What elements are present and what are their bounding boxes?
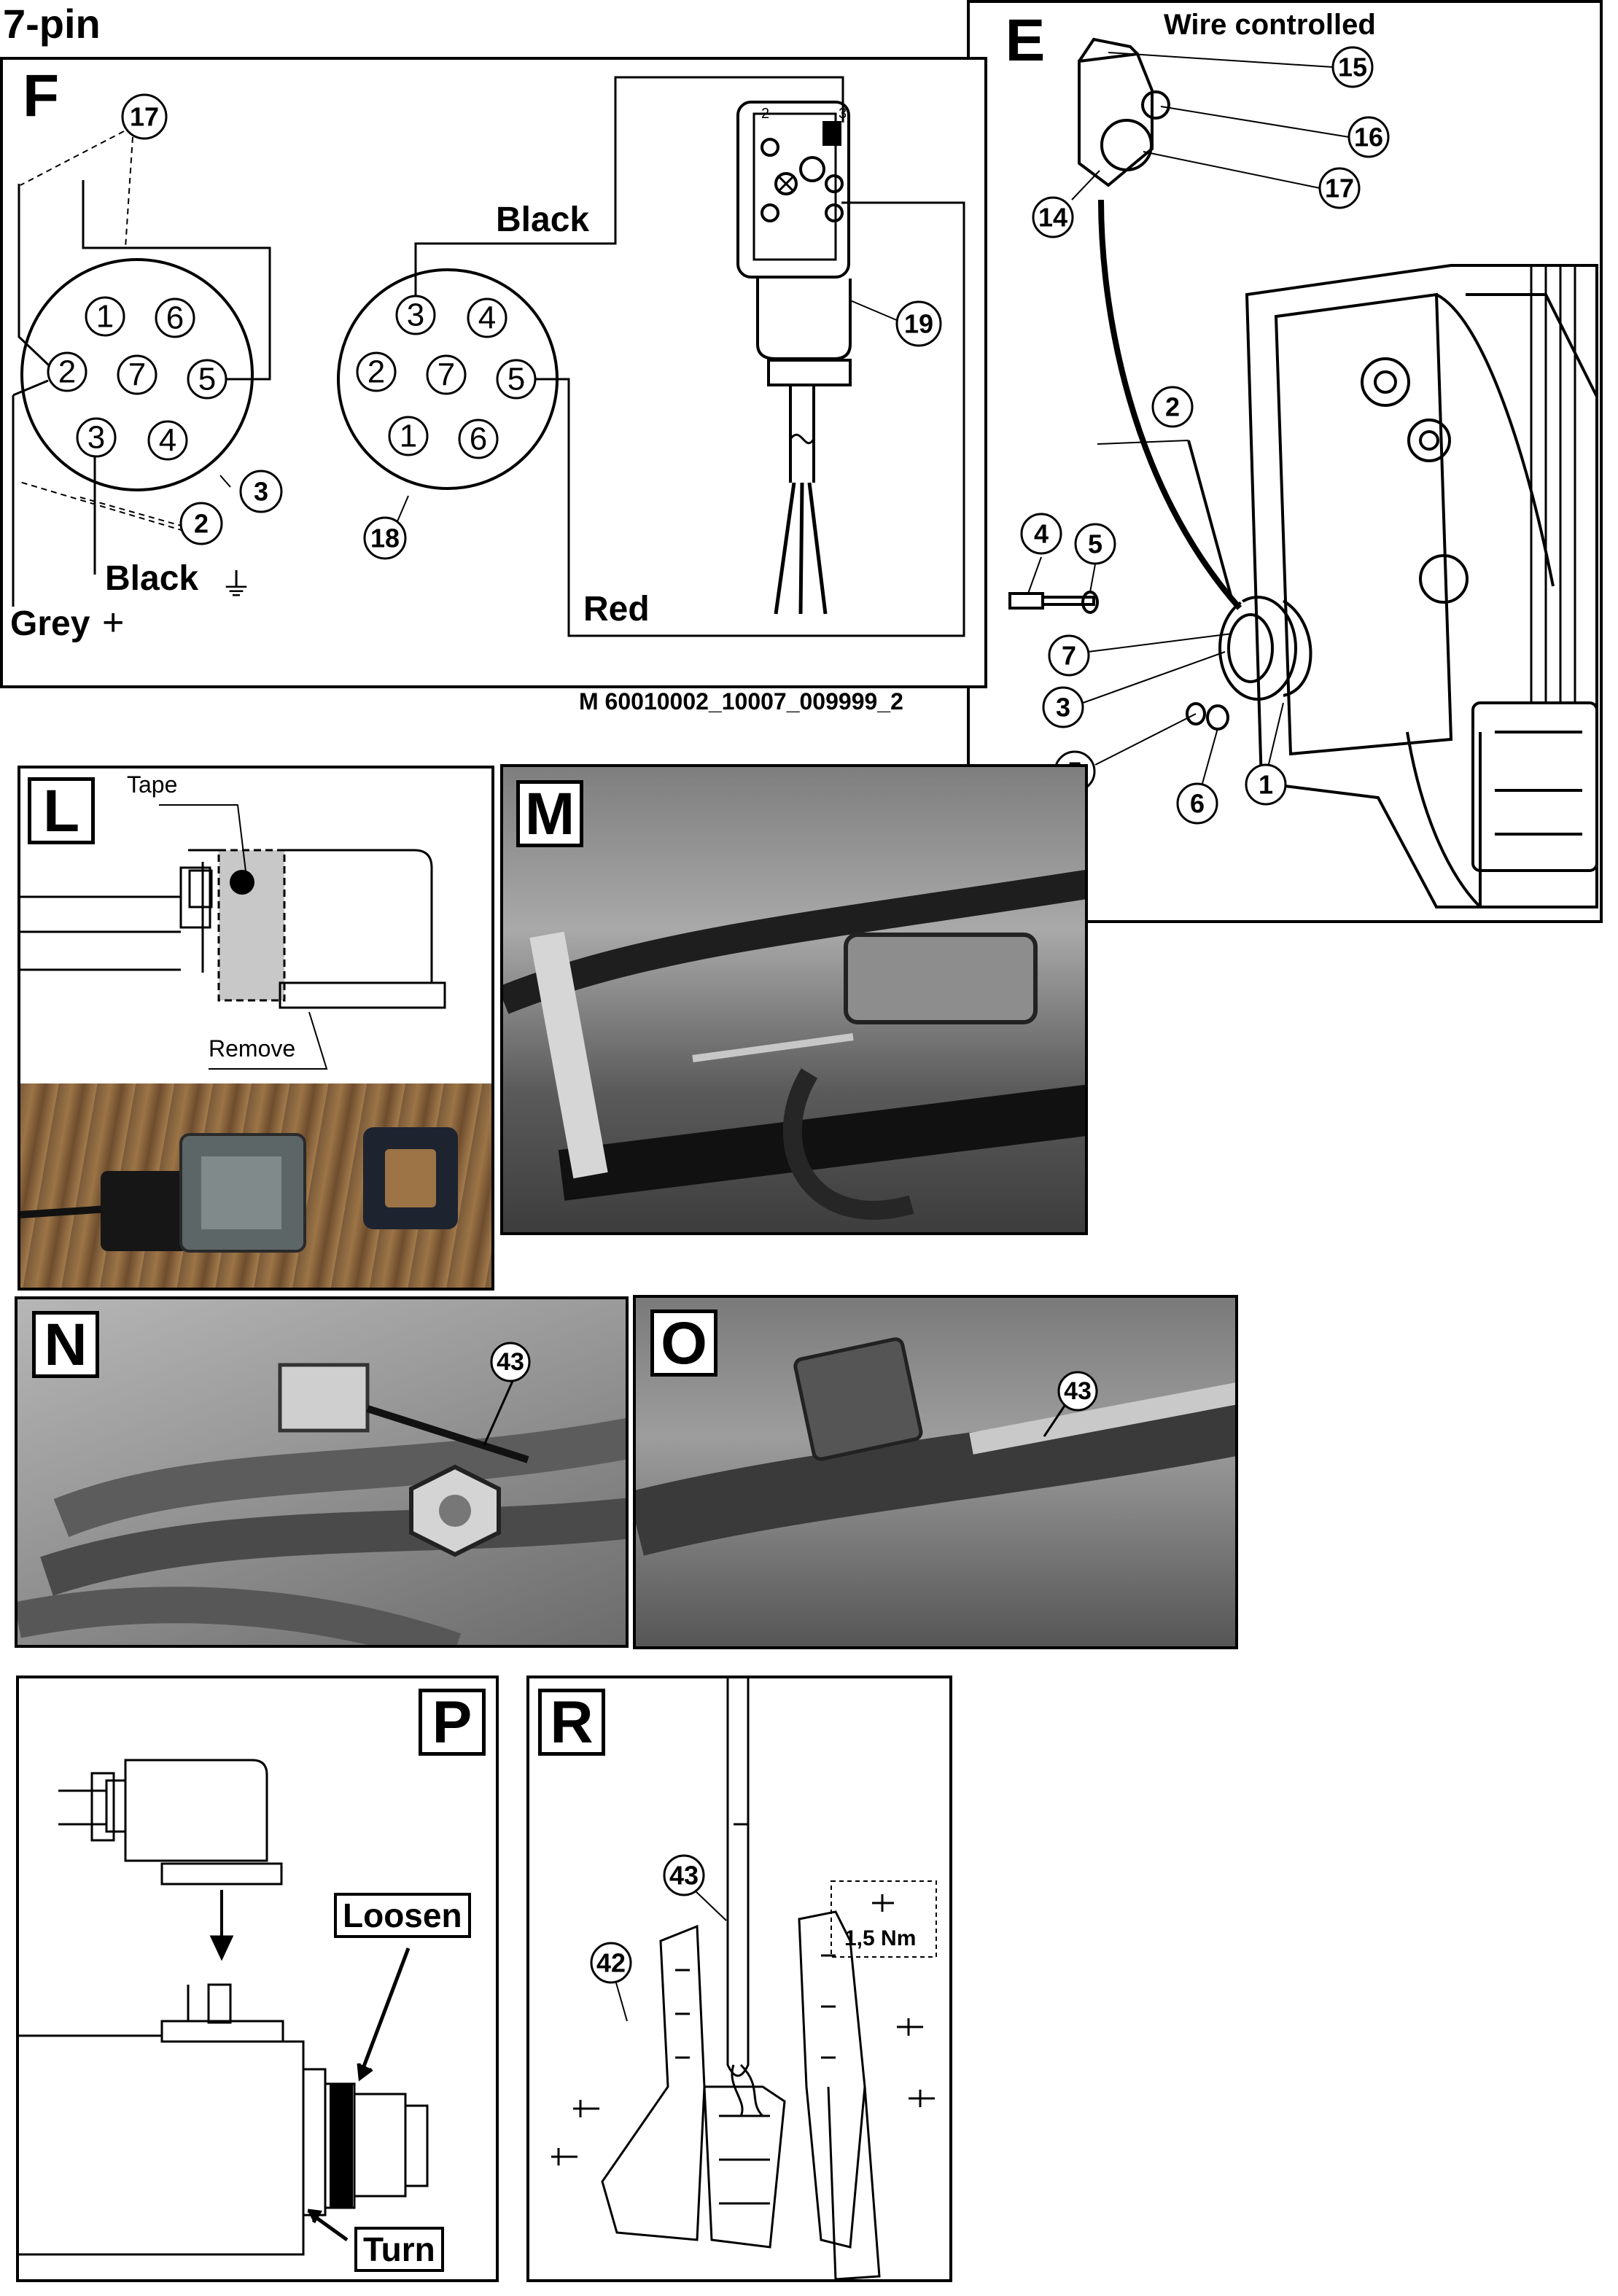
right-pin-3: 3: [407, 297, 424, 333]
ground-symbol: ⏚: [220, 567, 252, 603]
panel-f-callout-17: 17: [130, 102, 159, 132]
panel-f-callout-2: 2: [194, 509, 209, 539]
panel-e-callout-2: 2: [1165, 392, 1180, 422]
right-pin-5: 5: [507, 362, 525, 397]
panel-r-callout-42: 42: [596, 1948, 626, 1978]
right-pin-7: 7: [437, 357, 455, 393]
left-pin-2: 2: [58, 354, 76, 390]
panel-r-letter: R: [538, 1689, 605, 1756]
label-remove: Remove: [209, 1035, 296, 1062]
left-pin-5: 5: [198, 362, 216, 397]
plus-symbol: +: [102, 602, 125, 644]
panel-l-letter: L: [28, 777, 95, 844]
panel-f-letter: F: [22, 63, 60, 129]
panel-e-callout-3: 3: [1056, 693, 1070, 723]
right-pin-4: 4: [478, 300, 496, 336]
label-grey: Grey: [10, 604, 90, 643]
left-pin-1: 1: [96, 299, 114, 335]
label-tape: Tape: [127, 771, 178, 798]
panel-m-photo: M: [500, 764, 1088, 1235]
label-turn: Turn: [354, 2227, 444, 2272]
label-red: Red: [583, 590, 650, 629]
panel-f-callout-3: 3: [254, 477, 268, 507]
panel-f: F 1 6 2 7 5 3: [0, 57, 987, 688]
left-pin-7: 7: [128, 357, 146, 393]
panel-n-callout-43: 43: [497, 1348, 524, 1376]
right-pin-6: 6: [470, 421, 487, 457]
panel-e-caption: Wire controlled: [1164, 9, 1376, 41]
connector-terminal-2: 2: [761, 106, 769, 122]
panel-o-letter: O: [650, 1310, 717, 1377]
page-title: 7-pin: [3, 1, 101, 47]
panel-r-drawing: 43 42: [551, 1678, 937, 2279]
label-black-ground: Black: [105, 559, 199, 598]
label-black-top: Black: [496, 201, 590, 239]
panel-e-callout-15: 15: [1338, 52, 1367, 82]
panel-p: P Loosen Turn: [16, 1676, 499, 2282]
label-torque: 1,5 Nm: [844, 1926, 917, 1950]
panel-e-callout-14: 14: [1038, 203, 1067, 233]
panel-f-drawing: 1 6 2 7 5 3 4 3 4 2 7 5 1 6: [12, 76, 965, 637]
panel-e-letter: E: [1005, 7, 1046, 74]
panel-e-callout-6: 6: [1190, 789, 1205, 819]
left-pin-4: 4: [159, 423, 176, 459]
panel-o-callout-43: 43: [1064, 1377, 1092, 1405]
panel-p-letter: P: [419, 1689, 486, 1756]
panel-e-callout-7: 7: [1062, 641, 1076, 671]
label-loosen: Loosen: [334, 1893, 471, 1938]
document-code: M 60010002_10007_009999_2: [579, 688, 903, 715]
panel-l-photo: [20, 1083, 491, 1288]
panel-l-drawing: [20, 804, 446, 1070]
right-pin-1: 1: [400, 419, 417, 454]
panel-o-photo: O 43: [633, 1295, 1238, 1649]
panel-l: L Tape Remove: [17, 766, 494, 1291]
panel-e-callout-4: 4: [1034, 519, 1049, 549]
panel-m-letter: M: [516, 780, 583, 847]
right-pin-2: 2: [367, 354, 385, 390]
left-pin-6: 6: [166, 300, 184, 336]
panel-e-callout-1: 1: [1259, 770, 1273, 800]
panel-e-callout-16: 16: [1354, 122, 1383, 152]
panel-e-callout-17: 17: [1325, 174, 1354, 203]
panel-f-callout-19: 19: [904, 309, 933, 339]
left-pin-3: 3: [87, 420, 105, 456]
connector-terminal-3: 3: [839, 106, 847, 122]
panel-e-callout-5a: 5: [1088, 529, 1102, 559]
panel-e-drawing: 15 16 17 14 2 4 5 7 3 5 6 1: [1008, 37, 1598, 908]
panel-r: R 43 42 1,5 Nm: [526, 1676, 952, 2282]
panel-n-photo: N 43: [15, 1296, 629, 1648]
panel-p-drawing: [19, 1759, 429, 2256]
panel-f-callout-18: 18: [370, 524, 400, 553]
panel-r-callout-43: 43: [669, 1861, 699, 1891]
panel-n-letter: N: [32, 1311, 99, 1378]
